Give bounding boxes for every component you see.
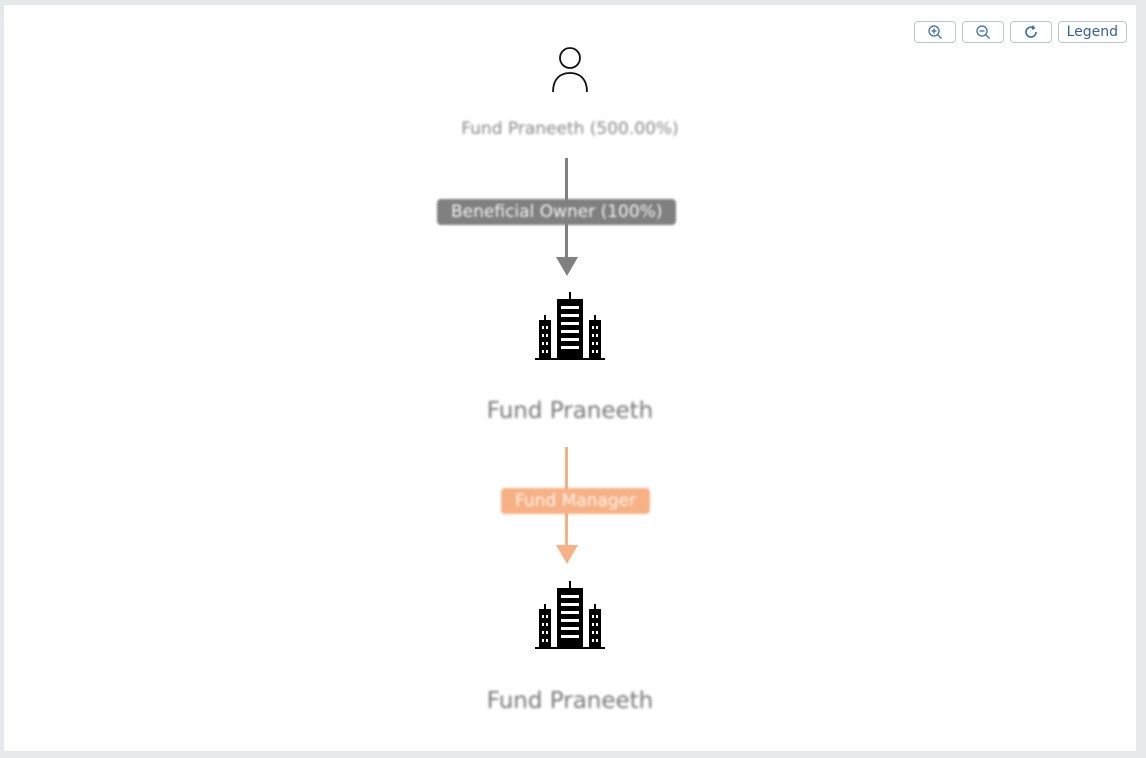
graph-node-person[interactable]: Fund Praneeth (500.00%) <box>4 45 1136 139</box>
zoom-out-icon <box>975 25 990 39</box>
legend-button[interactable]: Legend <box>1057 21 1127 43</box>
zoom-in-icon <box>927 25 942 39</box>
node-label: Fund Praneeth <box>486 398 654 424</box>
building-icon <box>535 581 605 649</box>
reset-button[interactable] <box>1009 21 1052 43</box>
graph-toolbar: Legend <box>913 21 1127 43</box>
graph-canvas[interactable]: Legend Fund Praneeth (500.00%) Beneficia… <box>4 5 1136 751</box>
graph-node-company[interactable]: Fund Praneeth <box>4 581 1136 714</box>
person-icon <box>552 47 588 93</box>
edge-label: Beneficial Owner (100%) <box>437 199 677 225</box>
zoom-out-button[interactable] <box>961 21 1004 43</box>
edge-arrowhead <box>556 257 578 276</box>
edge-label: Fund Manager <box>501 488 651 514</box>
refresh-icon <box>1024 25 1037 38</box>
zoom-in-button[interactable] <box>913 21 956 43</box>
edge-arrowhead <box>556 545 578 564</box>
graph-node-company[interactable]: Fund Praneeth <box>4 292 1136 424</box>
node-label: Fund Praneeth <box>486 688 654 714</box>
building-icon <box>535 292 605 360</box>
node-label: Fund Praneeth (500.00%) <box>461 119 679 139</box>
